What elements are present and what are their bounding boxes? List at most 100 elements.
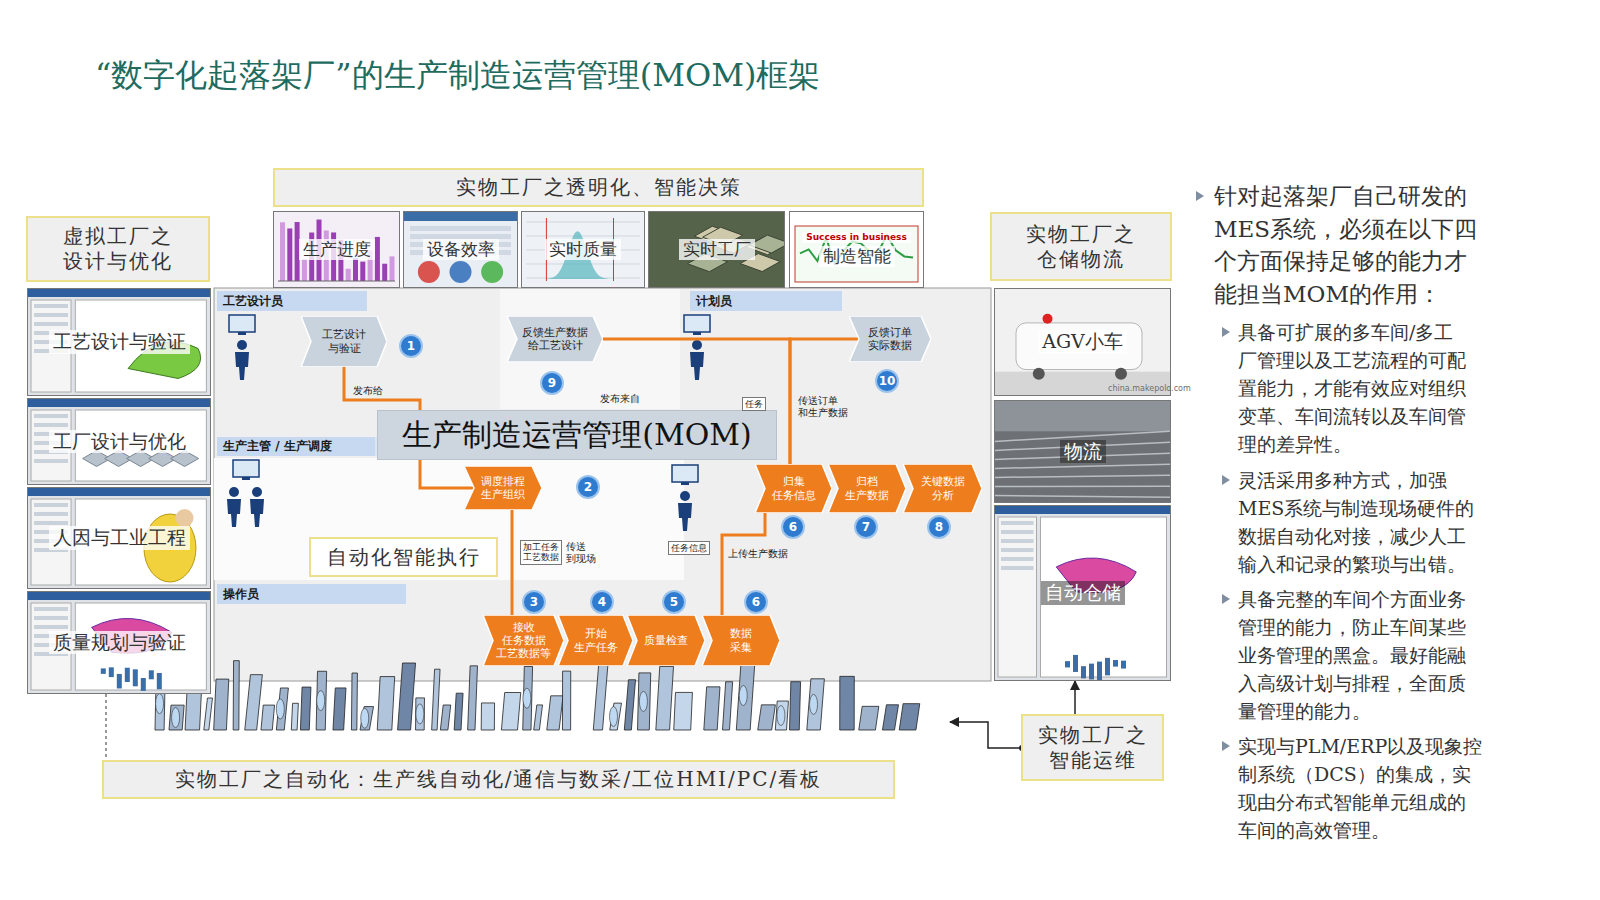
node-text: 工艺设计与验证 <box>49 330 190 354</box>
node-text: 制造智能 <box>819 246 895 267</box>
machine-shape <box>899 704 920 730</box>
node-text: 调度排程 生产组织 <box>481 475 525 501</box>
panel-row <box>500 289 680 409</box>
machine-shape <box>440 705 450 730</box>
machine-shape <box>377 677 394 730</box>
bullet-mark <box>1222 327 1230 337</box>
node-text: 反馈订单 实际数据 <box>868 326 912 352</box>
art-path <box>995 495 1170 497</box>
machine-shape <box>638 673 651 730</box>
machine-shape <box>624 680 635 730</box>
art-circle <box>229 487 239 497</box>
image-panel: AGV小车 <box>994 288 1171 396</box>
machine-shape <box>291 703 298 730</box>
art-path <box>227 499 241 527</box>
art-rect <box>34 607 68 611</box>
node-text: 实物工厂之透明化、智能决策 <box>456 175 742 200</box>
person-icon <box>678 491 692 531</box>
art-rect <box>1105 658 1110 675</box>
image-panel: Success in business制造智能 <box>789 211 924 288</box>
machine-shape <box>534 705 543 730</box>
callout-number: 6 <box>781 515 805 539</box>
callout-number: 10 <box>875 369 899 393</box>
art-circle <box>1033 368 1045 380</box>
art-path <box>526 222 640 223</box>
art-rect <box>149 670 154 679</box>
art-rect <box>157 673 162 689</box>
node-text: 设备效率 <box>423 239 499 260</box>
art-rect <box>522 212 644 287</box>
art-path <box>526 236 640 237</box>
bullet-text: 灵活采用多种方式，加强 MES系统与制造现场硬件的 数据自动化对接，减少人工 输… <box>1238 466 1496 578</box>
computer-icon <box>229 315 255 335</box>
machine-shape <box>333 688 346 730</box>
art-rect <box>133 669 138 686</box>
art-rect <box>1113 660 1118 667</box>
machine-shape <box>501 693 520 730</box>
machine-shape <box>758 705 776 730</box>
bullet-mark <box>1222 741 1230 751</box>
role-band: 工艺设计员 <box>217 291 367 311</box>
chevron-shape <box>849 316 931 362</box>
image-panel: 工厂设计与优化 <box>27 398 211 485</box>
art-rect <box>995 506 1170 514</box>
document-tag: 任务 <box>742 397 766 411</box>
art-rect <box>34 414 68 418</box>
art-rect <box>1065 661 1070 667</box>
chevron-shape <box>755 464 832 513</box>
section-box: 实物工厂之 仓储物流 <box>990 212 1172 281</box>
node-text: 实时质量 <box>545 239 621 260</box>
person-icon <box>690 340 704 380</box>
art-rect <box>672 465 698 482</box>
role-band: 计划员 <box>690 291 842 311</box>
art-rect <box>28 592 210 693</box>
node-text: 归集 任务信息 <box>772 475 816 501</box>
art-rect <box>375 237 380 281</box>
node-text: 数据 采集 <box>730 627 752 653</box>
person-icon <box>227 487 241 527</box>
process-chevron: 反馈生产数据 给工艺设计 <box>507 316 603 362</box>
machine-shape <box>468 666 478 730</box>
system-banner: 生产制造运营管理(MOM) <box>377 410 777 460</box>
machine-shape <box>739 686 747 706</box>
art-rect <box>1001 521 1034 525</box>
art-circle <box>1043 314 1053 324</box>
callout-number: 4 <box>590 590 614 614</box>
computer-icon <box>233 460 259 480</box>
bullet-text: 实现与PLM/ERP以及现象控 制系统（DCS）的集成，实 现由分布式智能单元组… <box>1238 732 1496 844</box>
art-rect <box>1001 539 1034 543</box>
machine-shape <box>547 696 563 730</box>
art-rect <box>1001 557 1034 561</box>
art-rect <box>390 256 395 281</box>
image-panel: 实时工厂 <box>648 211 785 288</box>
image-panel: 生产进度 <box>273 211 400 288</box>
image-panel: 物流 <box>994 400 1171 503</box>
image-panel: 设备效率 <box>403 211 518 288</box>
machine-shape <box>481 703 494 730</box>
image-panel: 自动仓储 <box>994 505 1171 681</box>
image-panel: 工艺设计与验证 <box>27 288 211 396</box>
connector <box>790 339 859 464</box>
machine-shape <box>416 698 425 730</box>
section-box: 自动化智能执行 <box>309 537 498 577</box>
art-rect <box>28 399 210 484</box>
art-rect <box>34 616 68 620</box>
art-rect <box>1089 664 1094 680</box>
art-rect <box>995 401 1170 502</box>
node-text: 生产制造运营管理(MOM) <box>402 416 751 454</box>
art-rect <box>117 674 122 689</box>
art-rect <box>274 212 399 287</box>
node-text: 虚拟工厂之 设计与优化 <box>38 224 198 274</box>
mom-panel <box>214 288 991 681</box>
art-rect <box>233 460 259 477</box>
chevron-shape <box>483 615 564 666</box>
art-rect <box>995 289 1170 395</box>
flow-label: 传送 到现场 <box>566 541 596 565</box>
process-chevron: 质量检查 <box>627 615 705 666</box>
node-text: 反馈生产数据 给工艺设计 <box>522 326 588 352</box>
flow-label: 发布给 <box>353 385 383 397</box>
node-text: 工厂设计与优化 <box>49 430 190 454</box>
machine-shape <box>736 661 755 730</box>
machine-shape <box>300 687 311 730</box>
chevron-shape <box>903 464 982 513</box>
